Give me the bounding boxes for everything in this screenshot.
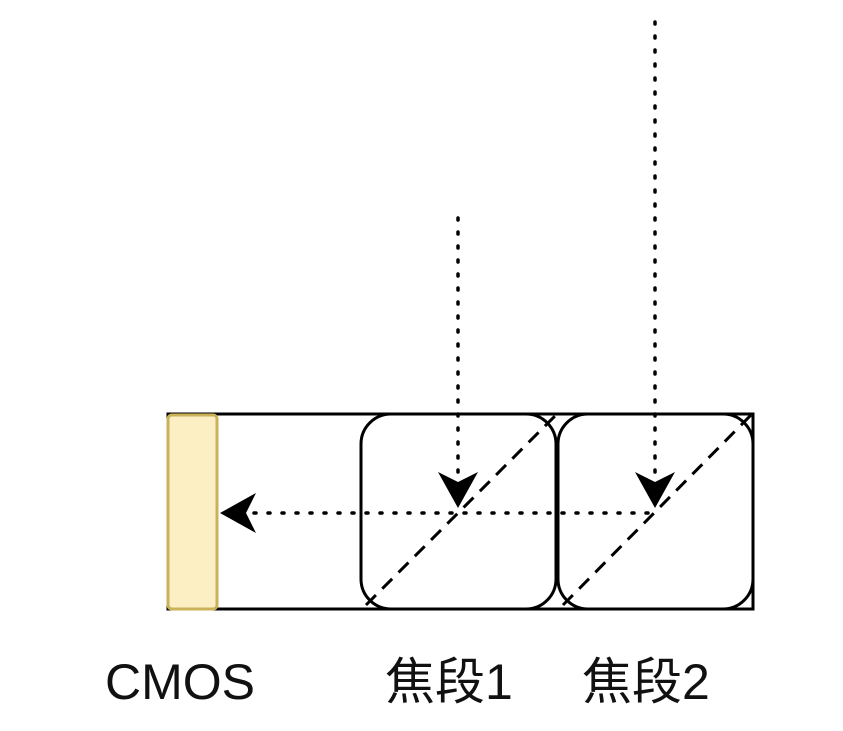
focal-length-1-label: 焦段1 (385, 654, 513, 710)
cmos-sensor (166, 413, 219, 611)
cmos-label: CMOS (105, 654, 255, 710)
focal-length-2-label: 焦段2 (582, 654, 710, 710)
